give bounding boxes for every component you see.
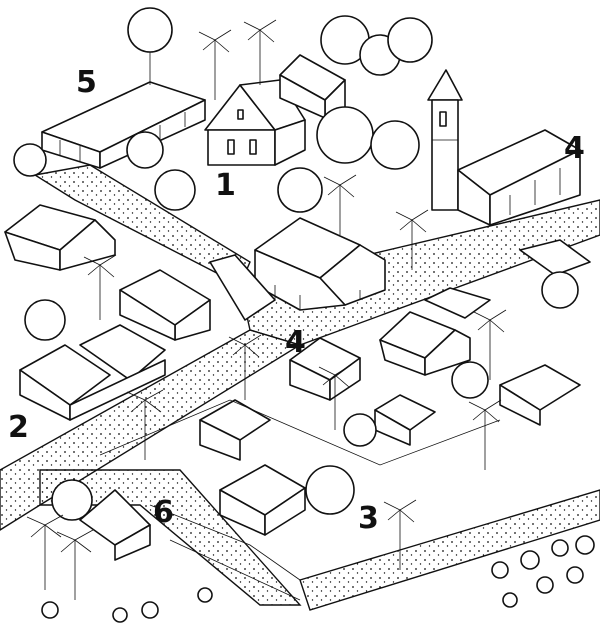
palm-tree-icon [198,19,277,100]
tree-icon [13,106,420,213]
trees [13,7,595,623]
left-upper-house [4,204,116,271]
church-nave [457,129,581,226]
label-6: 6 [153,495,174,530]
church-tower [427,69,463,211]
right-houses [379,239,591,426]
label-3: 3 [358,501,379,536]
left-middle-row [19,254,276,421]
palm-tree-icon [83,174,507,570]
long-building-5 [41,81,206,169]
shrubs-bottom-right [491,535,595,608]
label-4-church: 4 [564,131,585,166]
bottom-left-hut [79,489,151,561]
tree-icon [127,7,173,85]
bottom-right-street [299,489,600,611]
tree-icon [24,271,579,521]
central-hall [254,217,386,311]
area-labels: 1 2 3 4 4 5 6 [8,65,585,536]
shrubs-bottom-left [41,587,213,623]
center-lower-houses [199,337,436,536]
fences [99,399,501,601]
label-4-road: 4 [285,325,306,360]
palm-tree-icon [26,389,164,600]
label-5: 5 [76,65,97,100]
label-1: 1 [215,168,236,203]
gabled-house-1 [204,79,306,166]
label-2: 2 [8,410,29,445]
tree-icon [320,15,433,76]
